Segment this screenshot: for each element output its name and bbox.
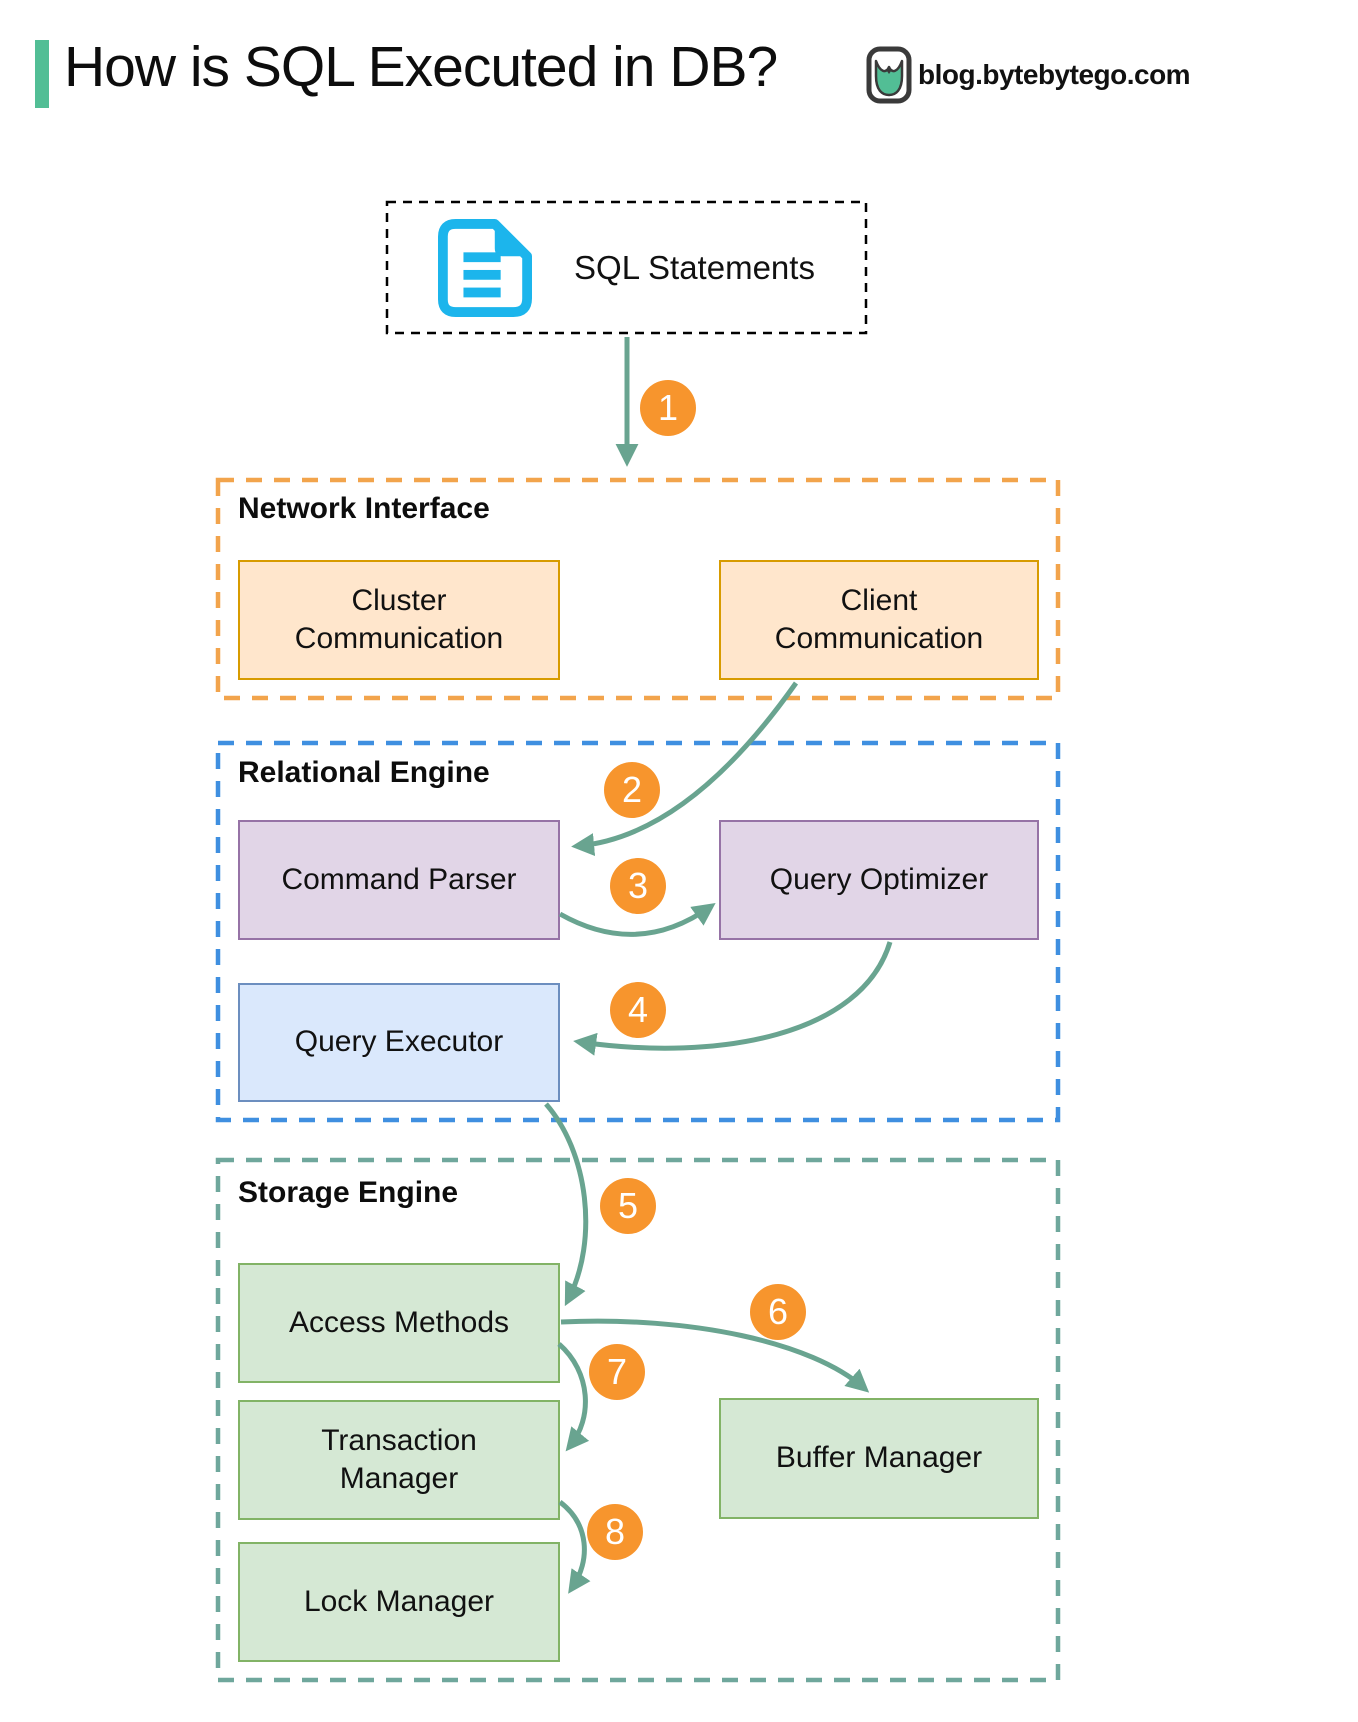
sql-statements-box: SQL Statements [387, 202, 866, 333]
document-icon [438, 218, 533, 317]
step-badge: 4 [610, 982, 666, 1038]
flow-arrow-8-transaction-to-lock [558, 1500, 591, 1594]
page-title: How is SQL Executed in DB? [64, 35, 778, 99]
step-badge: 6 [750, 1284, 806, 1340]
step-badge: 8 [587, 1504, 643, 1560]
node-access-methods: Access Methods [238, 1263, 560, 1383]
node-transaction-manager: Transaction Manager [238, 1400, 560, 1520]
step-badge: 2 [604, 762, 660, 818]
section-title-relational-engine: Relational Engine [238, 756, 490, 789]
step-badge: 5 [600, 1178, 656, 1234]
site-logo: blog.bytebytego.com [866, 46, 1191, 104]
step-badge: 3 [610, 858, 666, 914]
node-command-parser: Command Parser [238, 820, 560, 940]
node-query-optimizer: Query Optimizer [719, 820, 1039, 940]
flow-arrow-7-access-to-transaction [557, 1342, 590, 1452]
section-title-storage-engine: Storage Engine [238, 1176, 459, 1209]
title-accent-bar [35, 40, 49, 108]
node-query-executor: Query Executor [238, 983, 560, 1102]
sql-statements-label: SQL Statements [574, 248, 815, 286]
step-badge: 1 [640, 380, 696, 436]
bytebytego-logo-icon [866, 46, 912, 104]
node-buffer-manager: Buffer Manager [719, 1398, 1039, 1519]
section-title-network-interface: Network Interface [238, 492, 490, 525]
node-lock-manager: Lock Manager [238, 1542, 560, 1662]
node-client-communication: Client Communication [719, 560, 1039, 680]
node-cluster-communication: Cluster Communication [238, 560, 560, 680]
site-url: blog.bytebytego.com [918, 59, 1191, 90]
step-badge: 7 [589, 1344, 645, 1400]
